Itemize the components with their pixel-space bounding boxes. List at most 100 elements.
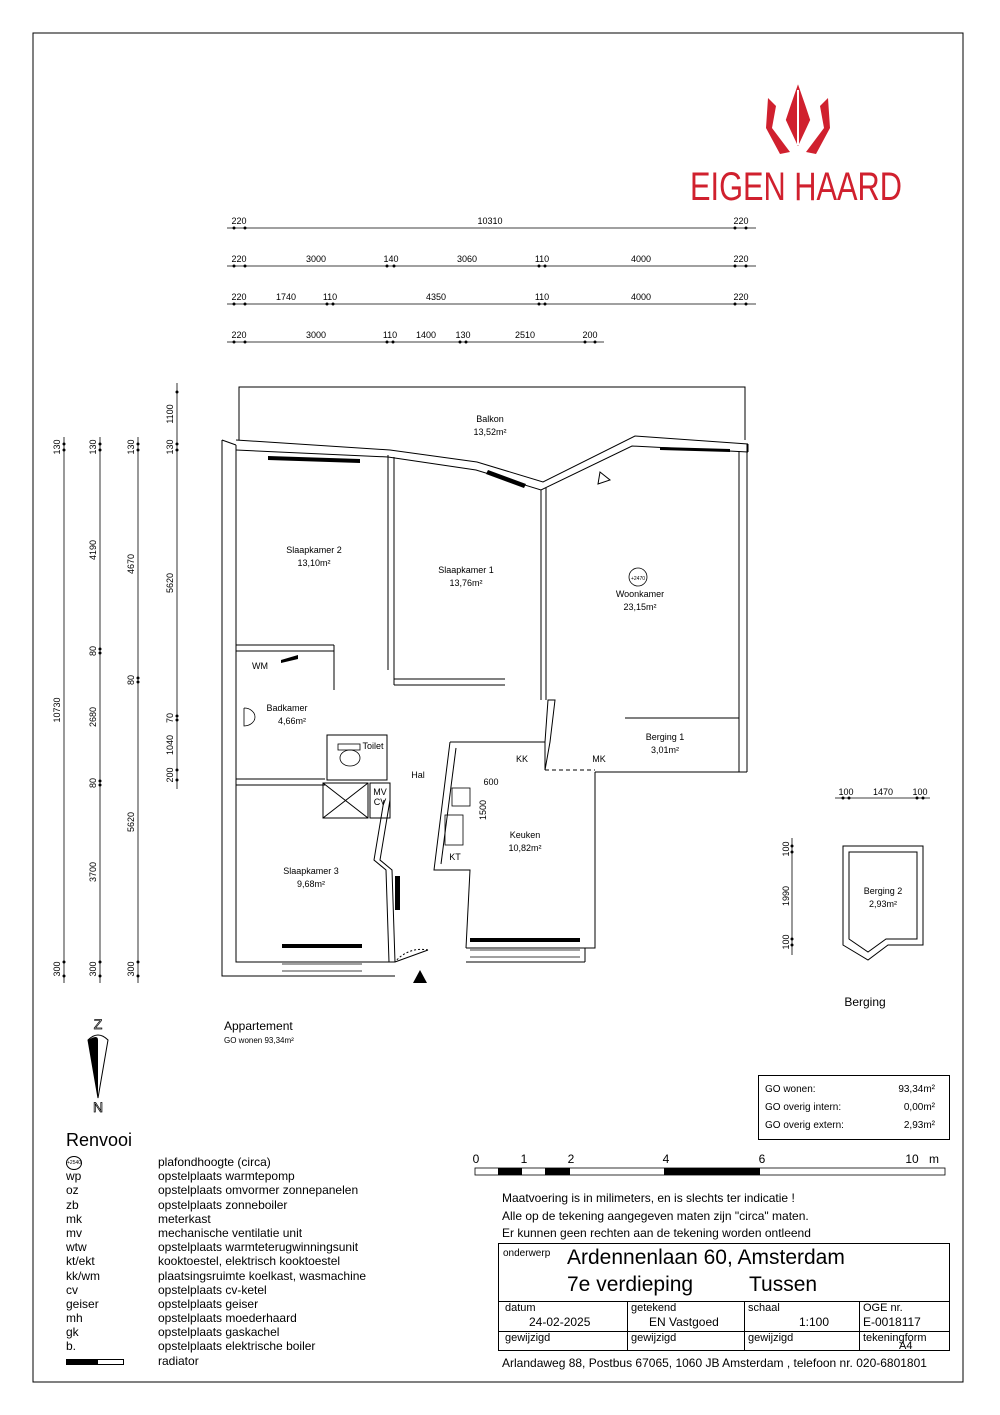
- top-dimension-lines: [227, 227, 756, 343]
- dim-top4-g: 200: [582, 330, 597, 340]
- note-line: Maatvoering is in milimeters, en is slec…: [502, 1191, 795, 1205]
- berging-dimension-lines: [791, 797, 930, 955]
- dim-top3-b: 1740: [276, 292, 296, 302]
- ceiling-height-label: +2470: [631, 576, 645, 582]
- dim-left2-g: 300: [88, 961, 98, 976]
- subject-address: Ardennenlaan 60, Amsterdam: [567, 1246, 845, 1269]
- room-slaapkamer2-name: Slaapkamer 2: [286, 545, 342, 555]
- legend-code: wtw: [66, 1240, 87, 1255]
- room-slaapkamer1-area: 13,76m²: [449, 578, 482, 588]
- dim-berging-v-c: 100: [781, 934, 791, 949]
- legend-code: mk: [66, 1211, 82, 1226]
- title-block: onderwerp Ardennenlaan 60, Amsterdam 7e …: [498, 1243, 950, 1352]
- scale-unit: m: [929, 1152, 939, 1166]
- dim-top4-d: 1400: [416, 330, 436, 340]
- room-woonkamer-area: 23,15m²: [623, 602, 656, 612]
- room-slaapkamer2-area: 13,10m²: [297, 558, 330, 568]
- apartment-walls: [221, 386, 924, 977]
- dim-left4-c: 5620: [165, 573, 175, 593]
- label-mv: MV: [373, 787, 387, 797]
- room-berging1-area: 3,01m²: [651, 745, 679, 755]
- dim-top4-a: 220: [231, 330, 246, 340]
- drawn-label: getekend: [631, 1302, 677, 1314]
- legend-desc: opstelplaats geiser: [158, 1296, 259, 1311]
- unit-type: Tussen: [749, 1273, 818, 1296]
- oge-label: OGE nr.: [863, 1302, 903, 1314]
- legend-code: oz: [66, 1183, 79, 1198]
- dim-top3-f: 4000: [631, 292, 651, 302]
- dim-top3-a: 220: [231, 292, 246, 302]
- subject-label: onderwerp: [503, 1248, 551, 1259]
- balcony-door-arrow-icon: [597, 471, 612, 485]
- dim-left2-b: 4190: [88, 540, 98, 560]
- date-value: 24-02-2025: [529, 1315, 591, 1329]
- scale-value: 1:100: [799, 1315, 830, 1329]
- legend-item: wtw opstelplaats warmteterugwinningsunit: [66, 1240, 466, 1254]
- scale-tick-1: 1: [521, 1152, 528, 1166]
- dim-top2-e: 110: [535, 254, 549, 264]
- label-cv: CV: [374, 797, 387, 807]
- changed-label-2: gewijzigd: [631, 1332, 677, 1344]
- left-dimension-ticks: [62, 390, 179, 978]
- room-badkamer-name: Badkamer: [266, 703, 307, 713]
- legend-desc: radiator: [158, 1353, 199, 1368]
- label-kitchen-600: 600: [483, 777, 498, 787]
- dim-berging-v-a: 100: [781, 841, 791, 856]
- legend-code: kk/wm: [66, 1268, 100, 1283]
- legend-code: b.: [66, 1339, 77, 1354]
- dim-top4-e: 130: [455, 330, 470, 340]
- legend-item: gk opstelplaats gaskachel: [66, 1325, 466, 1339]
- label-kk: KK: [516, 754, 528, 764]
- dim-left4-d: 70: [165, 713, 175, 723]
- dim-berging-v-b: 1990: [781, 886, 791, 906]
- apartment-title: Appartement: [224, 1019, 293, 1033]
- area-label: GO overig extern:: [765, 1120, 844, 1131]
- oge-value: E-0018117: [863, 1315, 921, 1329]
- area-label: GO overig intern:: [765, 1102, 842, 1113]
- legend-desc: mechanische ventilatie unit: [158, 1225, 303, 1240]
- dim-top3-d: 4350: [426, 292, 446, 302]
- floor-level: 7e verdieping: [567, 1273, 694, 1296]
- label-hal: Hal: [411, 770, 425, 780]
- legend-title: Renvooi: [66, 1130, 133, 1150]
- label-kt: KT: [449, 852, 461, 862]
- dim-left3-d: 5620: [126, 812, 136, 832]
- sheet-border: [32, 32, 964, 1383]
- dim-left4-b: 130: [165, 439, 175, 454]
- area-value: 2,93m²: [903, 1120, 935, 1131]
- format-label: tekeningform: [863, 1332, 927, 1344]
- entrance-arrow-icon: [413, 970, 427, 983]
- date-label: datum: [505, 1302, 536, 1314]
- legend-desc: opstelplaats moederhaard: [158, 1311, 297, 1326]
- dim-left2-f: 3700: [88, 862, 98, 882]
- room-slaapkamer1-name: Slaapkamer 1: [438, 565, 494, 575]
- legend-item: b.opstelplaats elektrische boiler: [66, 1339, 466, 1353]
- room-keuken-name: Keuken: [510, 830, 541, 840]
- dim-top2-a: 220: [231, 254, 246, 264]
- label-mk: MK: [592, 754, 606, 764]
- legend-desc: opstelplaats gaskachel: [158, 1325, 280, 1340]
- legend-code: mv: [66, 1225, 82, 1240]
- left-dimension-lines: [63, 383, 178, 983]
- dim-left4-f: 200: [165, 767, 175, 782]
- dim-left3-a: 130: [126, 439, 136, 454]
- label-wm: WM: [252, 661, 268, 671]
- dim-berging-h-a: 100: [838, 787, 853, 797]
- dim-left2-e: 80: [88, 778, 98, 788]
- ceiling-height-marker: [628, 567, 648, 587]
- legend-desc: opstelplaats warmteterugwinningsunit: [158, 1240, 359, 1255]
- dim-left1-c: 300: [52, 961, 62, 976]
- legend-desc: plafondhoogte (circa): [158, 1155, 271, 1169]
- scale-tick-2: 2: [568, 1152, 575, 1166]
- scale-tick-4: 4: [663, 1152, 670, 1166]
- room-berging2-area: 2,93m²: [869, 899, 897, 909]
- note-line: Er kunnen geen rechten aan de tekening w…: [502, 1226, 811, 1240]
- legend-desc: opstelplaats zonneboiler: [158, 1197, 288, 1212]
- legend-code: gk: [66, 1325, 79, 1340]
